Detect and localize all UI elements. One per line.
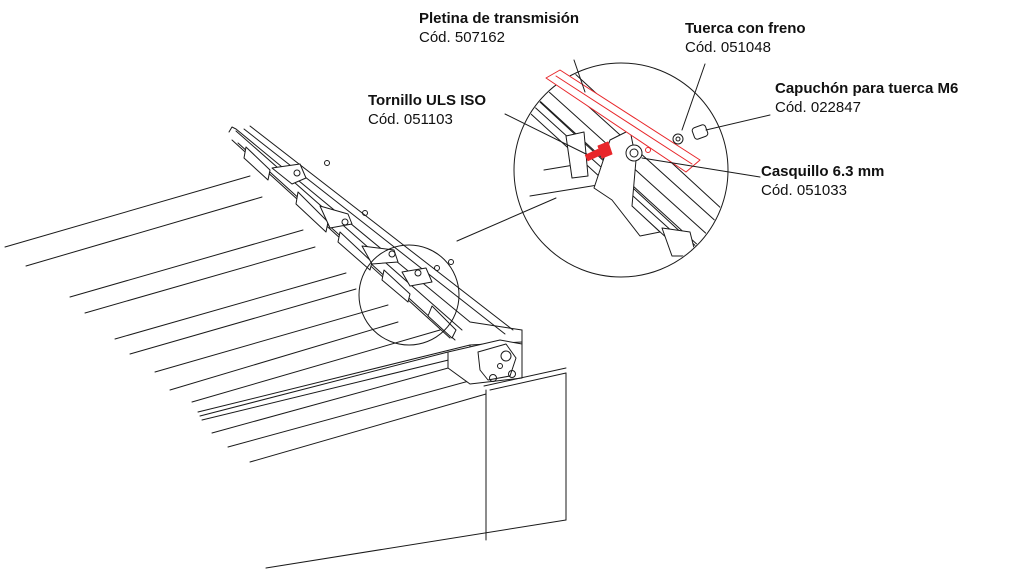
label-tornillo-code: Cód. 051103	[368, 110, 453, 128]
label-capuchon-name: Capuchón para tuerca M6	[775, 80, 959, 97]
label-casquillo: Casquillo 6.3 mm Cód. 051033	[761, 163, 884, 201]
label-tuerca-name: Tuerca con freno	[685, 20, 806, 37]
transmission-links	[271, 160, 454, 287]
label-pletina-name: Pletina de transmisión	[419, 10, 580, 27]
detail-circle-small	[358, 244, 460, 346]
label-tornillo: Tornillo ULS ISO Cód. 051103	[368, 92, 486, 130]
label-casquillo-name: Casquillo 6.3 mm	[761, 163, 885, 180]
label-tornillo-name: Tornillo ULS ISO	[368, 92, 487, 109]
label-casquillo-code: Cód. 051033	[761, 181, 847, 199]
louver-blades	[4, 175, 487, 463]
label-capuchon: Capuchón para tuerca M6 Cód. 022847	[775, 80, 958, 118]
label-tuerca-code: Cód. 051048	[685, 38, 771, 56]
callout-leaders	[504, 59, 771, 178]
label-pletina: Pletina de transmisión Cód. 507162	[419, 10, 579, 48]
detail-leader	[456, 197, 557, 242]
front-frame	[197, 329, 567, 569]
side-beam	[228, 125, 523, 341]
label-capuchon-code: Cód. 022847	[775, 98, 861, 116]
label-pletina-code: Cód. 507162	[419, 28, 505, 46]
label-tuerca: Tuerca con freno Cód. 051048	[685, 20, 806, 58]
magnified-detail	[513, 62, 729, 278]
